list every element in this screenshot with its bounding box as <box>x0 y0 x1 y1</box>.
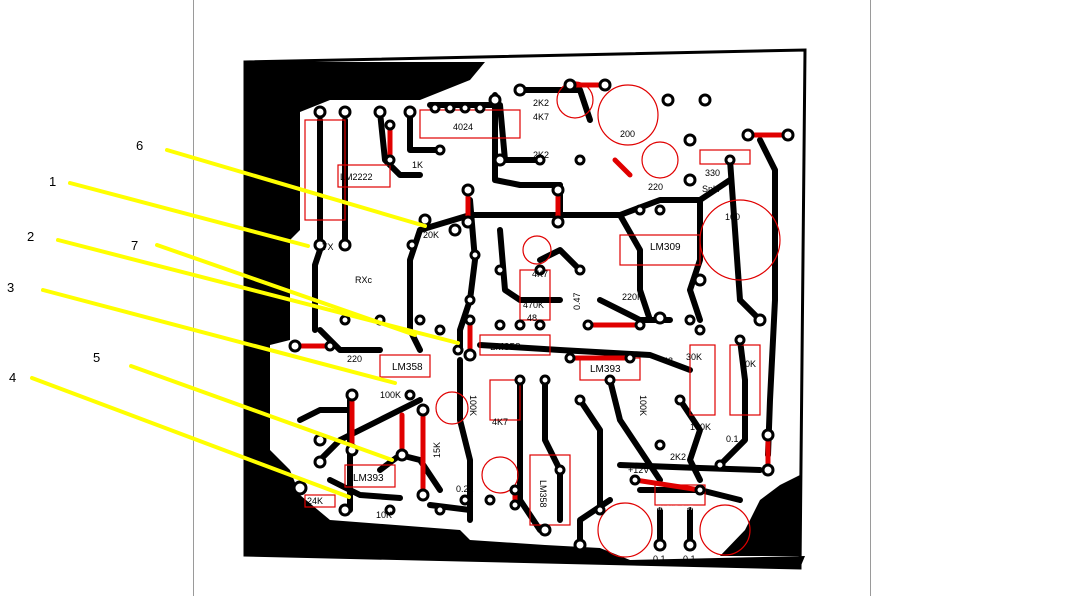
callout-number-2: 2 <box>27 229 35 244</box>
part-label-r100kc: 100K <box>468 395 478 416</box>
part-label-r100kb: 100K <box>690 422 711 432</box>
chip-label-u7: LM393 <box>353 473 384 484</box>
callout-line-6 <box>165 148 427 228</box>
callout-line-4 <box>30 376 351 499</box>
left-page-margin-line <box>193 0 194 596</box>
solder-pads <box>288 78 795 552</box>
callout-line-7 <box>155 243 417 337</box>
callout-number-5: 5 <box>93 350 101 365</box>
part-label-c01c: 0.1 <box>683 554 696 564</box>
chip-label-u1: 4024 <box>453 122 473 132</box>
part-label-r2k2a: 2K2 <box>533 98 549 108</box>
chip-label-u8: LM358 <box>538 480 548 508</box>
callout-number-6: 6 <box>136 138 144 153</box>
part-label-r4k7b: 4K7 <box>533 112 549 122</box>
signal-label-regulator-pins: IN GND OUT <box>658 506 694 512</box>
part-label-r2k2b: 2K2 <box>533 150 549 160</box>
signal-label-minus12: -12V <box>586 554 605 564</box>
callout-line-5 <box>129 364 394 462</box>
callout-number-3: 3 <box>7 280 15 295</box>
part-label-r10kb: 10K <box>376 510 392 520</box>
part-label-c01a: 0.1 <box>726 434 739 444</box>
part-label-r48a: 48 <box>527 313 537 323</box>
part-label-c01b: 0.1 <box>653 554 666 564</box>
callout-lines <box>30 148 460 499</box>
part-label-r470: 470K <box>523 300 544 310</box>
callout-number-4: 4 <box>9 370 17 385</box>
part-label-c2k2: 2K2 <box>670 452 686 462</box>
part-label-r30k: 30K <box>686 352 702 362</box>
chip-label-u4: LM358 <box>490 342 521 353</box>
part-label-c220: 220 <box>648 182 663 192</box>
part-label-r24k: 24K <box>307 496 323 506</box>
component-outlines <box>304 81 781 558</box>
signal-label-spkr: Spkr <box>702 184 721 194</box>
signal-label-rxc: RXc <box>355 275 373 285</box>
right-page-margin-line <box>870 0 871 596</box>
part-label-r330: 330 <box>705 168 720 178</box>
part-label-r220: 220 <box>347 354 362 364</box>
chip-label-u3: LM309 <box>650 242 681 253</box>
callout-line-1 <box>68 181 310 248</box>
part-label-r4k7c: 4K7 <box>492 417 508 427</box>
part-label-c047: 0.47 <box>572 292 582 310</box>
part-label-r1k: 1K <box>412 160 423 170</box>
signal-label-tx: TX <box>322 242 334 252</box>
part-label-r20k: 20K <box>423 230 439 240</box>
part-label-r4k7a: 4K7 <box>532 269 548 279</box>
callout-number-7: 7 <box>131 238 139 253</box>
part-label-r100ka: 100K <box>380 390 401 400</box>
part-label-r10k: 10K <box>740 359 756 369</box>
chip-label-u6: LM358 <box>392 362 423 373</box>
part-label-r100kd: 100K <box>638 395 648 416</box>
part-label-r48b: 48 <box>663 356 673 366</box>
part-label-c022: 0.22 <box>456 484 474 494</box>
chip-label-u5: LM393 <box>590 364 621 375</box>
part-label-r100c: 100 <box>725 212 740 222</box>
part-label-r15k: 15K <box>432 442 442 458</box>
chip-label-u2: LM2222 <box>340 172 373 182</box>
board-copper <box>243 48 807 570</box>
callout-number-1: 1 <box>49 174 57 189</box>
signal-label-plus12: +12V <box>628 465 649 475</box>
callout-line-3 <box>41 288 397 385</box>
part-label-c200: 200 <box>620 129 635 139</box>
part-label-r220k: 220K <box>622 292 643 302</box>
pcb-text: 4024 LM2222 LM309 LM358 LM393 LM358 LM39… <box>307 98 756 564</box>
